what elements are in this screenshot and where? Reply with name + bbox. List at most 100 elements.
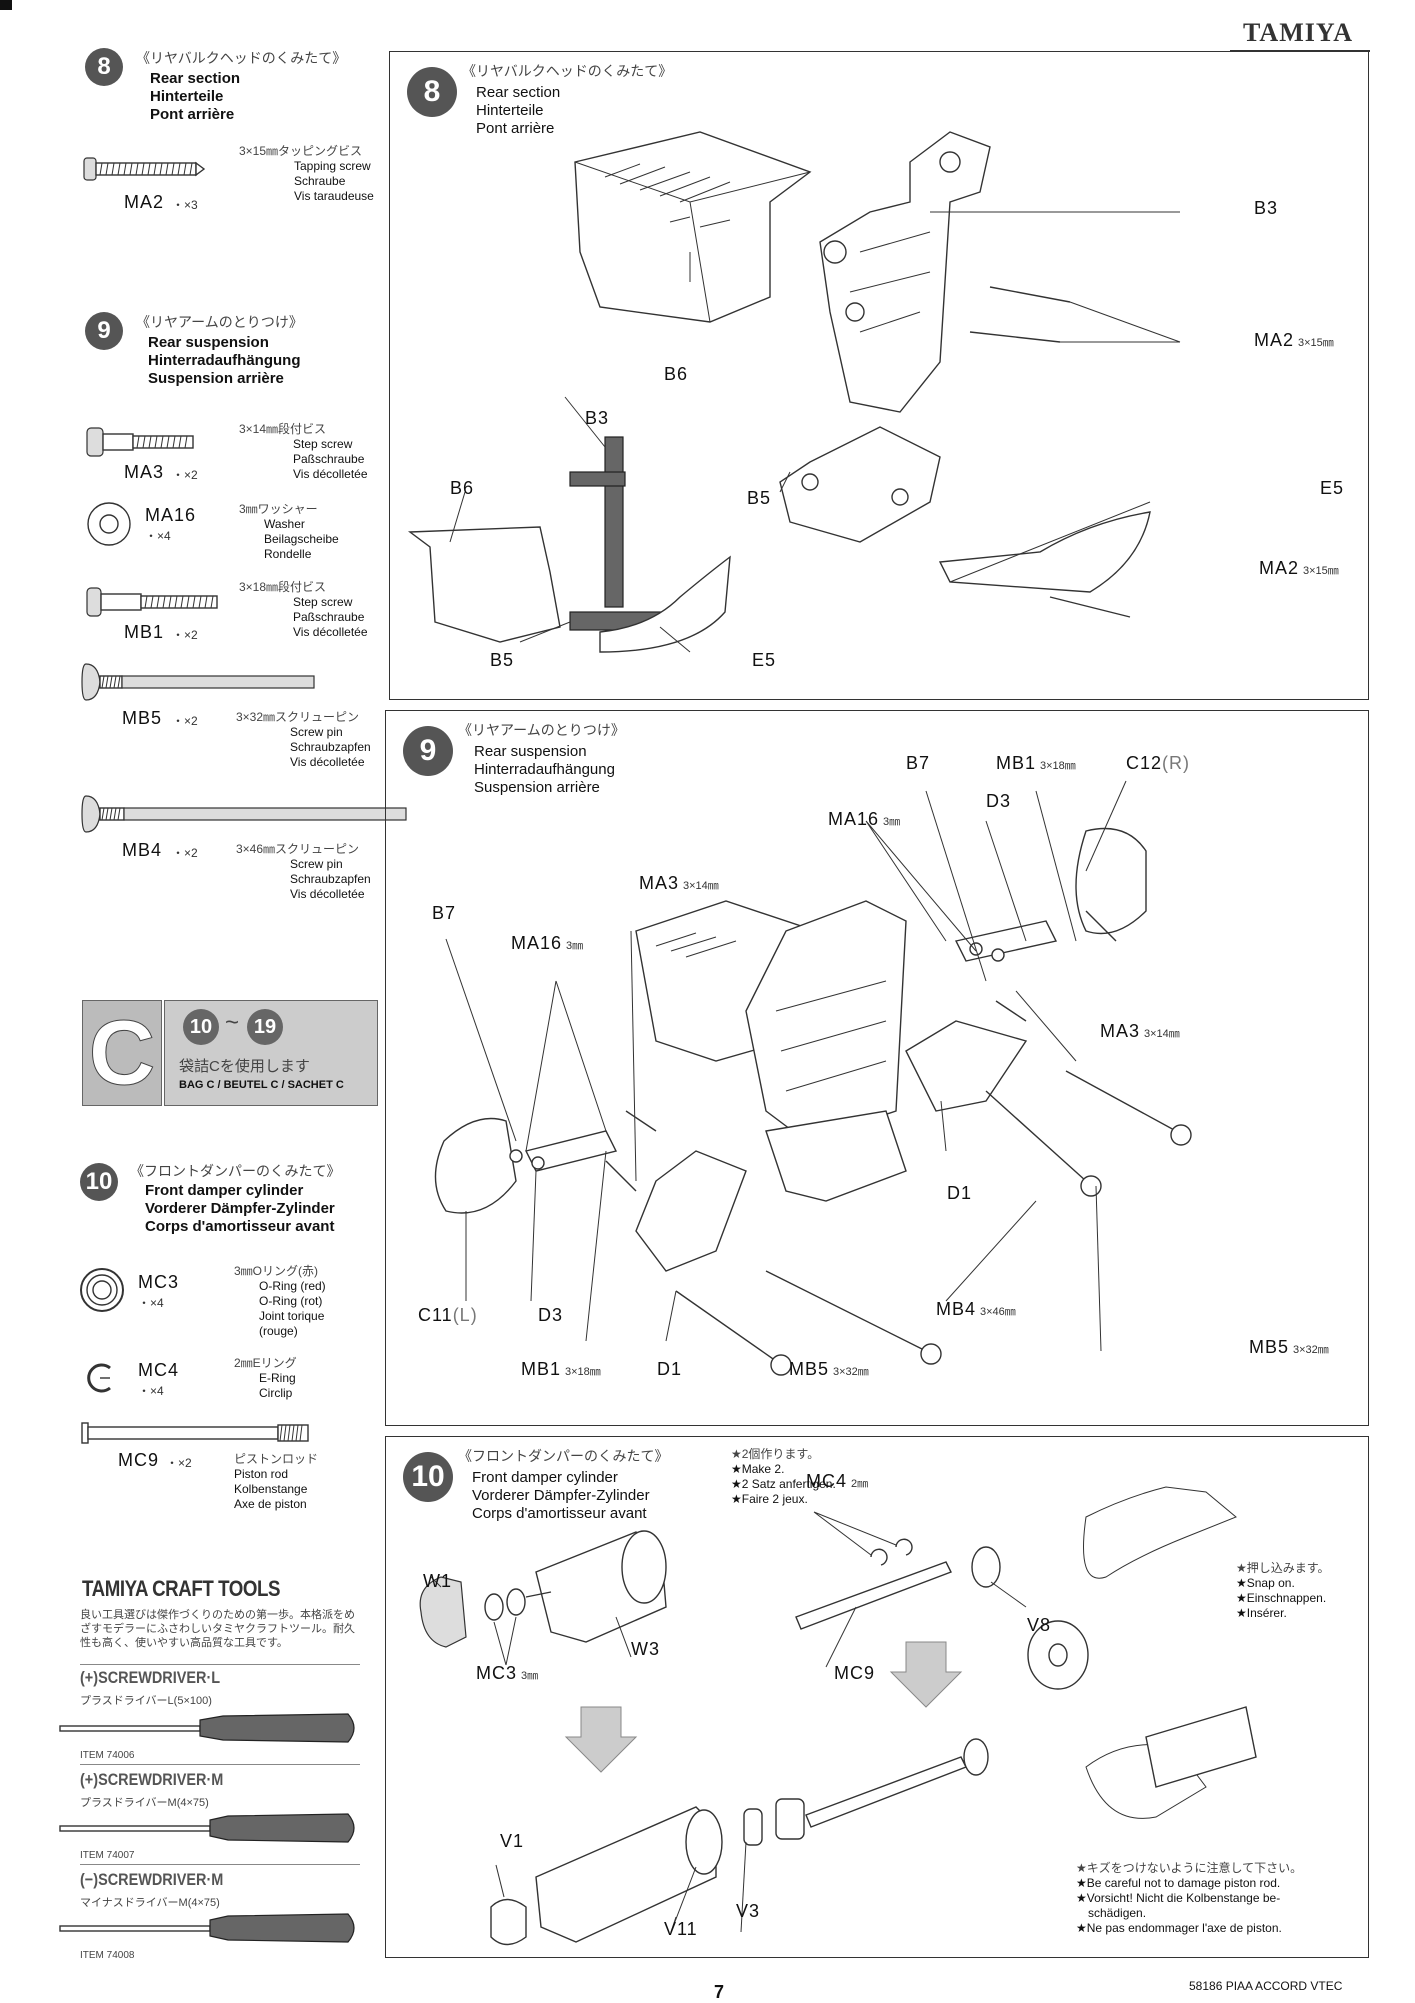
tools-divider-2 bbox=[80, 1764, 360, 1765]
inset-label-b6: B6 bbox=[450, 478, 475, 498]
tool-item-1: ITEM 74006 bbox=[80, 1750, 135, 1761]
tool-jp-1: プラスドライバーL(5×100) bbox=[80, 1695, 212, 1707]
rear-suspension-diagram bbox=[434, 780, 1192, 1376]
panel9-fr: Suspension arrière bbox=[474, 779, 600, 796]
part-code-mb5: MB5 bbox=[122, 708, 163, 728]
bag-info-box: 10 ~ 19 袋詰Cを使用します BAG C / BEUTEL C / SAC… bbox=[164, 1000, 378, 1106]
part-qty-mb5: ・×2 bbox=[172, 714, 198, 728]
damper-assembly-diagram bbox=[419, 1486, 1257, 1946]
step-screw-long-icon bbox=[86, 587, 218, 617]
tool-item-3: ITEM 74008 bbox=[80, 1950, 135, 1961]
tools-divider-3 bbox=[80, 1864, 360, 1865]
sidebar-step9-en: Rear suspension bbox=[148, 334, 269, 351]
brand-logo: TAMIYA bbox=[1243, 18, 1354, 47]
panel9-en: Rear suspension bbox=[474, 743, 587, 760]
label-b6: B6 bbox=[664, 364, 689, 384]
part-desc-mc9: ピストンロッド Piston rod Kolbenstange Axe de p… bbox=[234, 1452, 319, 1511]
tool-jp-3: マイナスドライバーM(4×75) bbox=[80, 1897, 220, 1909]
part-desc-mb4: 3×46㎜スクリューピン Screw pin Schraubzapfen Vis… bbox=[236, 842, 371, 901]
bag-letter: C bbox=[88, 1002, 156, 1105]
sidebar-step9-fr: Suspension arrière bbox=[148, 370, 284, 387]
step-screw-icon bbox=[86, 427, 194, 457]
part-code-mb4: MB4 bbox=[122, 840, 163, 860]
label-v8: V8 bbox=[1027, 1615, 1052, 1635]
label-e5: E5 bbox=[1320, 478, 1345, 498]
inset-label-b3: B3 bbox=[585, 408, 610, 428]
make-two-note: ★2個作ります。 ★Make 2. ★2 Satz anfertigen. ★F… bbox=[731, 1447, 836, 1506]
sidebar-step9-de: Hinterradaufhängung bbox=[148, 352, 301, 369]
label-w3: W3 bbox=[631, 1639, 660, 1659]
label-v11: V11 bbox=[664, 1919, 698, 1939]
piston-rod-icon bbox=[81, 1422, 309, 1444]
screwdriver-m-icon bbox=[59, 1813, 355, 1843]
part-desc-mb1: 3×18㎜段付ビス Step screw Paßschraube Vis déc… bbox=[239, 580, 368, 639]
sidebar-step8-jp: 《リヤバルクヘッドのくみたて》 bbox=[136, 51, 347, 67]
label-c12: C12(R) bbox=[1126, 753, 1191, 773]
label-d3-left: D3 bbox=[538, 1305, 564, 1325]
sidebar-step10-badge: 10 bbox=[80, 1163, 118, 1201]
part-qty-mc4: ・×4 bbox=[138, 1384, 164, 1398]
sidebar-step10-fr: Corps d'amortisseur avant bbox=[145, 1218, 335, 1235]
panel-step10: 10 《フロントダンパーのくみたて》 Front damper cylinder… bbox=[385, 1436, 1369, 1958]
label-d1-right: D1 bbox=[947, 1183, 973, 1203]
part-qty-mc9: ・×2 bbox=[166, 1456, 192, 1470]
bag-range-sep: ~ bbox=[225, 1009, 240, 1036]
label-b5: B5 bbox=[747, 488, 772, 508]
panel10-fr: Corps d'amortisseur avant bbox=[472, 1505, 647, 1522]
panel8-de: Hinterteile bbox=[476, 102, 544, 119]
sidebar-step9-badge: 9 bbox=[85, 312, 123, 350]
part-desc-mc3: 3㎜Oリング(赤) O-Ring (red) O-Ring (rot) Join… bbox=[234, 1264, 326, 1338]
tool-name-3: (−)SCREWDRIVER·M bbox=[80, 1870, 224, 1889]
craft-tools-desc: 良い工具選びは傑作づくりのための第一歩。本格派をめざすモデラーにふさわしいタミヤ… bbox=[80, 1609, 355, 1649]
corner-mark bbox=[0, 0, 12, 10]
panel10-de: Vorderer Dämpfer-Zylinder bbox=[472, 1487, 650, 1504]
footer-model: 58186 PIAA ACCORD VTEC bbox=[1189, 1979, 1343, 1993]
part-qty-ma16: ・×4 bbox=[145, 529, 171, 543]
panel10-en: Front damper cylinder bbox=[472, 1469, 618, 1486]
rear-section-diagram bbox=[408, 131, 1181, 653]
part-qty-mb1: ・×2 bbox=[172, 628, 198, 642]
tool-name-2: (+)SCREWDRIVER·M bbox=[80, 1770, 224, 1789]
label-d3-right: D3 bbox=[986, 791, 1012, 811]
part-desc-ma3: 3×14㎜段付ビス Step screw Paßschraube Vis déc… bbox=[239, 422, 368, 481]
tapping-screw-icon bbox=[83, 157, 205, 181]
snap-on-note: ★押し込みます。 ★Snap on. ★Einschnappen. ★Insér… bbox=[1236, 1561, 1330, 1620]
craft-tools-title: TAMIYA CRAFT TOOLS bbox=[82, 1576, 281, 1601]
panel9-badge: 9 bbox=[403, 726, 453, 776]
long-screw-pin-icon bbox=[81, 795, 407, 833]
sidebar-step9-jp: 《リヤアームのとりつけ》 bbox=[136, 315, 303, 331]
label-d1-left: D1 bbox=[657, 1359, 683, 1379]
part-desc-ma2: 3×15㎜タッピングビス Tapping screw Schraube Vis … bbox=[239, 144, 374, 203]
washer-icon bbox=[87, 502, 131, 546]
tool-jp-2: プラスドライバーM(4×75) bbox=[80, 1797, 209, 1809]
bag-range-from: 10 bbox=[183, 1009, 219, 1045]
sidebar-step8-de: Hinterteile bbox=[150, 88, 224, 105]
screw-pin-icon bbox=[81, 663, 315, 701]
bag-jp: 袋詰Cを使用します bbox=[179, 1058, 310, 1075]
part-code-mc3: MC3 bbox=[138, 1272, 180, 1292]
panel9-jp: 《リヤアームのとりつけ》 bbox=[458, 723, 625, 739]
label-w1: W1 bbox=[423, 1571, 452, 1591]
panel8-en: Rear section bbox=[476, 84, 561, 101]
bag-range-to: 19 bbox=[247, 1009, 283, 1045]
part-qty-ma2: ・×3 bbox=[172, 198, 198, 212]
o-ring-icon bbox=[80, 1268, 124, 1312]
tool-name-1: (+)SCREWDRIVER·L bbox=[80, 1668, 221, 1687]
sidebar-step8-en: Rear section bbox=[150, 70, 241, 87]
part-code-mc4: MC4 bbox=[138, 1360, 180, 1380]
label-mc9: MC9 bbox=[834, 1663, 876, 1683]
panel-step8: 8 《リヤバルクヘッドのくみたて》 Rear section Hintertei… bbox=[389, 51, 1369, 700]
